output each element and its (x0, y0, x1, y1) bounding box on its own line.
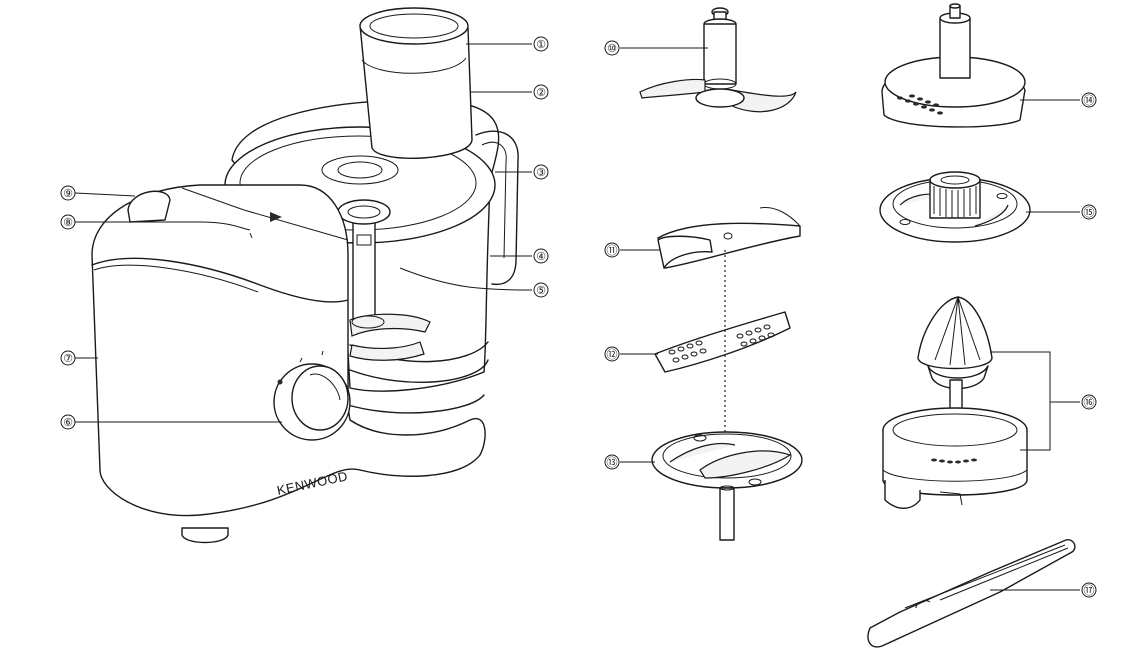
indicator-dot (277, 379, 283, 385)
motor-base (91, 184, 486, 517)
callout-17: ⑰ (1084, 584, 1095, 597)
callout-12: ⑫ (607, 348, 618, 361)
callout-5: ⑤ (536, 284, 546, 297)
rubber-foot (181, 527, 229, 544)
callout-3: ③ (536, 166, 546, 179)
shredding-disc (881, 3, 1026, 128)
hub-disc (879, 171, 1031, 243)
bowl-blade (349, 313, 431, 337)
alignment-arrow (270, 212, 282, 222)
callout-2: ② (536, 86, 546, 99)
leader-lines (74, 43, 1080, 591)
bowl-handle (475, 130, 519, 286)
safety-interlock (127, 190, 171, 223)
feed-tube-opening (359, 7, 469, 45)
callout-4: ④ (536, 250, 546, 263)
thick-slicing-plate (657, 206, 801, 269)
callout-6: ⑥ (63, 416, 73, 429)
callout-labels: ① ② ③ ④ ⑤ ⑥ ⑦ ⑧ ⑨ ⑩ ⑪ ⑫ ⑬ ⑭ ⑮ ⑯ ⑰ (60, 36, 1097, 598)
citrus-juicer (882, 296, 1028, 509)
callout-15: ⑮ (1084, 206, 1095, 219)
callout-11: ⑪ (607, 244, 618, 257)
callout-8: ⑧ (63, 216, 73, 229)
callout-13: ⑬ (607, 456, 618, 469)
speed-control-knob[interactable] (273, 363, 351, 441)
callout-1: ① (536, 38, 546, 51)
callout-16: ⑯ (1084, 396, 1095, 409)
callout-10: ⑩ (607, 42, 617, 55)
spatula (867, 539, 1076, 648)
disc-carrier (651, 431, 803, 541)
chopping-blade-part (639, 7, 797, 113)
callout-7: ⑦ (63, 352, 73, 365)
callout-9: ⑨ (63, 187, 73, 200)
callout-14: ⑭ (1084, 94, 1095, 107)
food-processor-assembly: KENWOOD (91, 7, 519, 544)
grating-plate (654, 311, 791, 373)
